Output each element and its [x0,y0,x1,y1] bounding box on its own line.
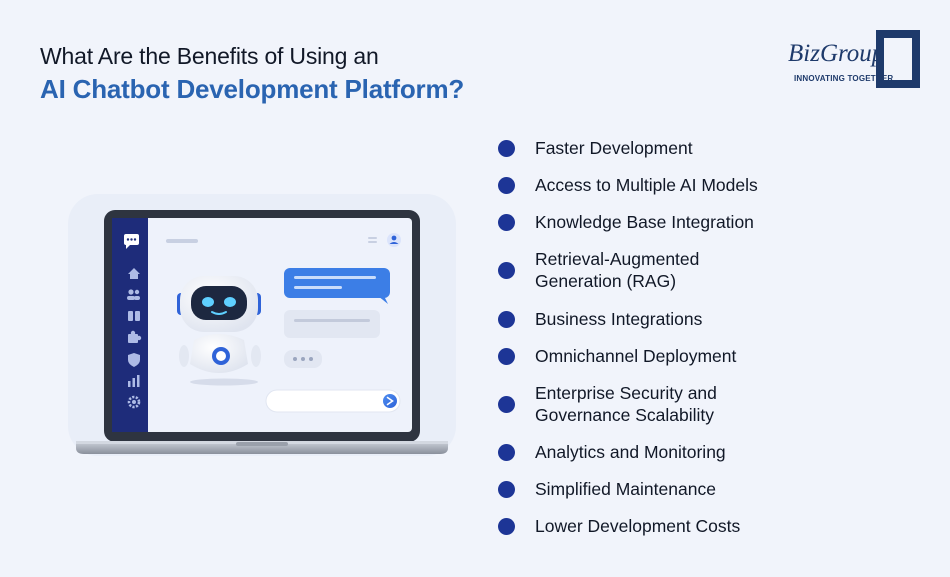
list-item: Business Integrations [498,308,702,330]
users-icon [127,289,140,300]
bullet-dot [498,395,515,413]
list-item: Lower Development Costs [498,515,740,537]
benefit-text: Faster Development [535,138,693,158]
book-icon [128,311,140,321]
user-avatar-icon [387,233,401,247]
gear-icon [127,395,141,409]
benefit-text: Governance Scalability [535,405,714,425]
robot-illustration [177,276,261,386]
bullet-dot [498,310,515,328]
page-title-line2: AI Chatbot Development Platform? [40,74,465,104]
bar-chart-icon [128,375,140,387]
chat-icon [124,234,139,249]
bullet-dot [498,347,515,365]
bullet-dot [498,176,515,194]
list-item: Omnichannel Deployment [498,345,736,367]
chat-bubble-incoming [284,310,380,338]
logo-wordmark: BizGroup [788,40,885,67]
benefit-text: Omnichannel Deployment [535,346,737,366]
benefit-text: Simplified Maintenance [535,479,716,499]
benefit-text: Analytics and Monitoring [535,442,726,462]
menu-icon [368,237,377,243]
bullet-dot [498,139,515,157]
list-item: Analytics and Monitoring [498,441,726,463]
benefit-text: Business Integrations [535,309,703,329]
page-title-line1: What Are the Benefits of Using an [40,43,379,69]
chat-bubble-outgoing [284,268,390,304]
laptop-base [76,442,448,454]
bullet-dot [498,261,515,279]
list-item: Simplified Maintenance [498,478,716,500]
bizgroup-logo: BizGroup INNOVATING TOGETHER [788,30,920,88]
benefit-text: Access to Multiple AI Models [535,175,758,195]
top-bar-placeholder [166,239,198,243]
bullet-dot [498,213,515,231]
bullet-dot [498,443,515,461]
home-icon [128,268,140,279]
bullet-dot [498,480,515,498]
list-item: Faster Development [498,137,693,159]
benefit-text: Generation (RAG) [535,271,677,291]
benefit-text: Enterprise Security and [535,383,717,403]
benefit-text: Retrieval-Augmented [535,249,700,269]
puzzle-icon [128,330,142,343]
typing-indicator [284,350,322,368]
logo-tagline: INNOVATING TOGETHER [794,74,894,83]
bullet-dot [498,517,515,535]
laptop-notch [236,442,288,446]
benefit-text: Knowledge Base Integration [535,212,754,232]
message-input [265,389,401,413]
shield-icon [128,353,140,367]
laptop-illustration [68,194,456,456]
list-item: Knowledge Base Integration [498,211,754,233]
benefit-text: Lower Development Costs [535,516,741,536]
send-button-icon [383,394,397,408]
list-item: Access to Multiple AI Models [498,174,758,196]
